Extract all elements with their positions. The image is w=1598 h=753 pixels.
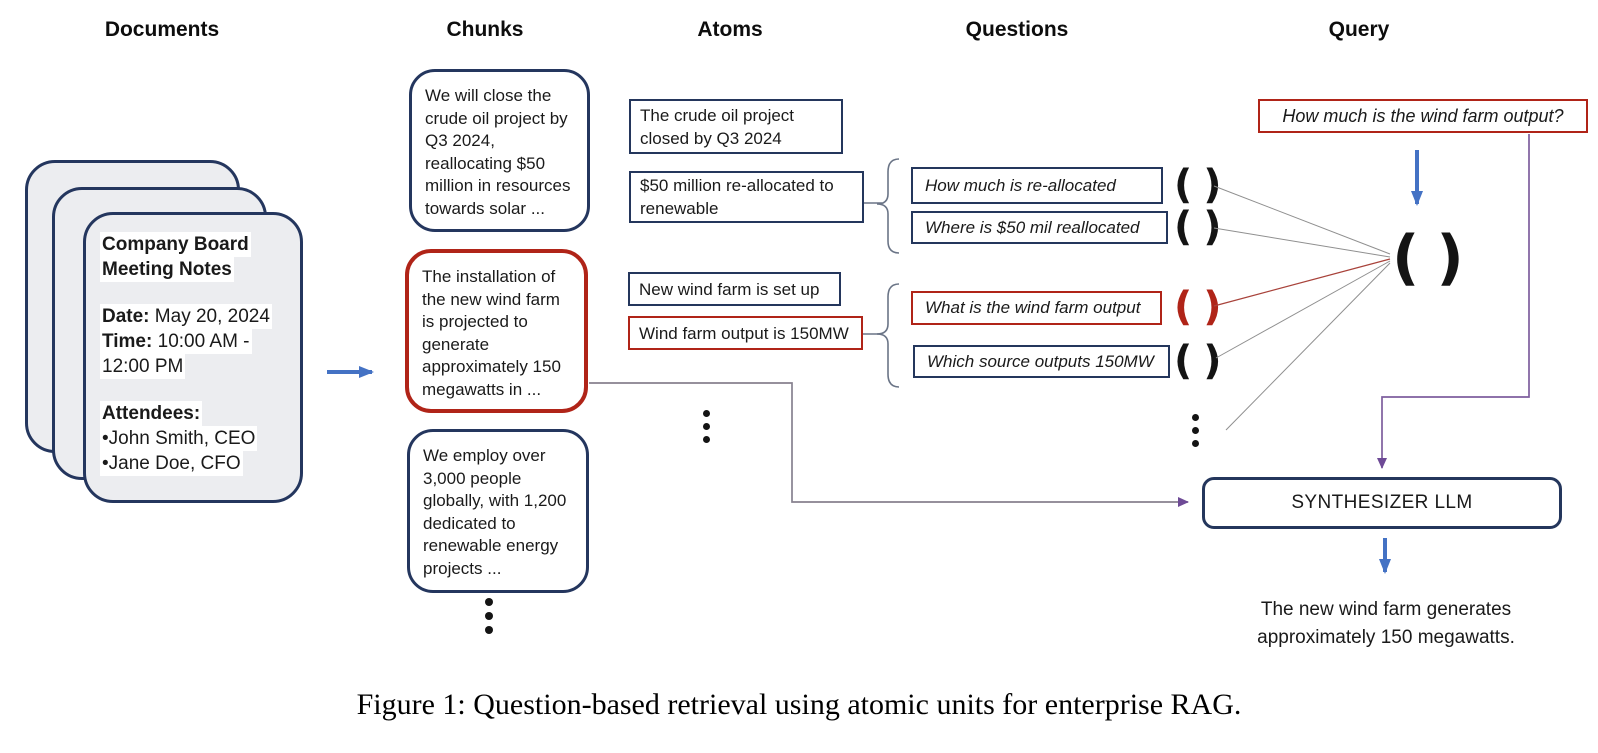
brace-atom4-questions <box>876 283 900 388</box>
doc-attendees-label: Attendees: <box>102 403 201 424</box>
embedding-brackets-q2: () <box>1174 206 1222 248</box>
open-paren: ( <box>1174 162 1193 208</box>
atom-box-1: The crude oil project closed by Q3 2024 <box>629 99 843 154</box>
question-box-3-highlighted: What is the wind farm output <box>911 291 1162 325</box>
doc-time-line2: 12:00 PM <box>102 356 184 377</box>
close-paren: ) <box>1203 204 1222 250</box>
close-paren: ) <box>1203 162 1222 208</box>
doc-date-line: Date: May 20, 2024 <box>102 306 270 327</box>
column-header-documents: Documents <box>104 18 220 41</box>
embedding-brackets-query: () <box>1392 227 1464 289</box>
embedding-brackets-q3-highlighted: () <box>1174 286 1222 328</box>
close-paren: ) <box>1203 284 1222 330</box>
doc-attendee-2: •Jane Doe, CFO <box>102 453 241 474</box>
open-paren: ( <box>1174 284 1193 330</box>
atom-box-2: $50 million re-allocated to renewable <box>629 171 864 223</box>
answer-text: The new wind farm generates approximatel… <box>1230 596 1542 652</box>
document-card-text: Company Board Meeting Notes Date: May 20… <box>86 215 300 476</box>
open-paren: ( <box>1392 223 1420 293</box>
open-paren: ( <box>1174 338 1193 384</box>
questions-ellipsis <box>1192 414 1199 447</box>
similarity-line-q1 <box>1213 185 1391 255</box>
brace-atom2-questions <box>876 158 900 254</box>
chunk-box-2-highlighted: The installation of the new wind farm is… <box>405 249 588 413</box>
doc-attendee-1: •John Smith, CEO <box>102 428 256 449</box>
query-box: How much is the wind farm output? <box>1258 99 1588 133</box>
chunk-box-1: We will close the crude oil project by Q… <box>409 69 590 232</box>
similarity-line-ellipsis <box>1225 262 1391 431</box>
question-box-4: Which source outputs 150MW <box>913 345 1170 378</box>
answer-line1: The new wind farm generates <box>1260 599 1512 620</box>
embedding-brackets-q4: () <box>1174 340 1222 382</box>
atoms-ellipsis <box>703 410 710 443</box>
embedding-brackets-q1: () <box>1174 164 1222 206</box>
query-to-synthesizer-connector <box>1377 134 1530 469</box>
question-box-2: Where is $50 mil reallocated <box>911 211 1168 244</box>
doc-time-line: Time: 10:00 AM - <box>102 331 250 352</box>
column-header-atoms: Atoms <box>697 18 763 41</box>
doc-date-label: Date: <box>102 306 150 327</box>
answer-line2: approximately 150 megawatts. <box>1257 627 1515 648</box>
doc-time-value: 10:00 AM - <box>152 331 250 352</box>
similarity-line-q3-match <box>1213 258 1391 307</box>
close-paren: ) <box>1203 338 1222 384</box>
doc-time-label: Time: <box>102 331 153 352</box>
chunk-to-synthesizer-connector <box>589 382 1189 507</box>
chunks-ellipsis <box>485 598 493 634</box>
atom-box-4-highlighted: Wind farm output is 150MW <box>628 316 863 350</box>
similarity-line-q4 <box>1215 260 1391 359</box>
figure-caption: Figure 1: Question-based retrieval using… <box>356 688 1242 721</box>
column-header-chunks: Chunks <box>446 18 524 41</box>
doc-title-line1: Company Board <box>102 234 249 255</box>
atom-box-3: New wind farm is set up <box>628 272 841 306</box>
similarity-line-q2 <box>1213 227 1391 258</box>
column-header-query: Query <box>1328 18 1390 41</box>
chunk-box-3: We employ over 3,000 people globally, wi… <box>407 429 589 593</box>
close-paren: ) <box>1436 223 1464 293</box>
synthesizer-llm-box: SYNTHESIZER LLM <box>1202 477 1562 529</box>
doc-date-value: May 20, 2024 <box>149 306 270 327</box>
doc-title-line2: Meeting Notes <box>102 259 232 280</box>
question-box-1: How much is re-allocated <box>911 167 1163 204</box>
open-paren: ( <box>1174 204 1193 250</box>
column-header-questions: Questions <box>965 18 1069 41</box>
document-card-front: Company Board Meeting Notes Date: May 20… <box>83 212 303 503</box>
